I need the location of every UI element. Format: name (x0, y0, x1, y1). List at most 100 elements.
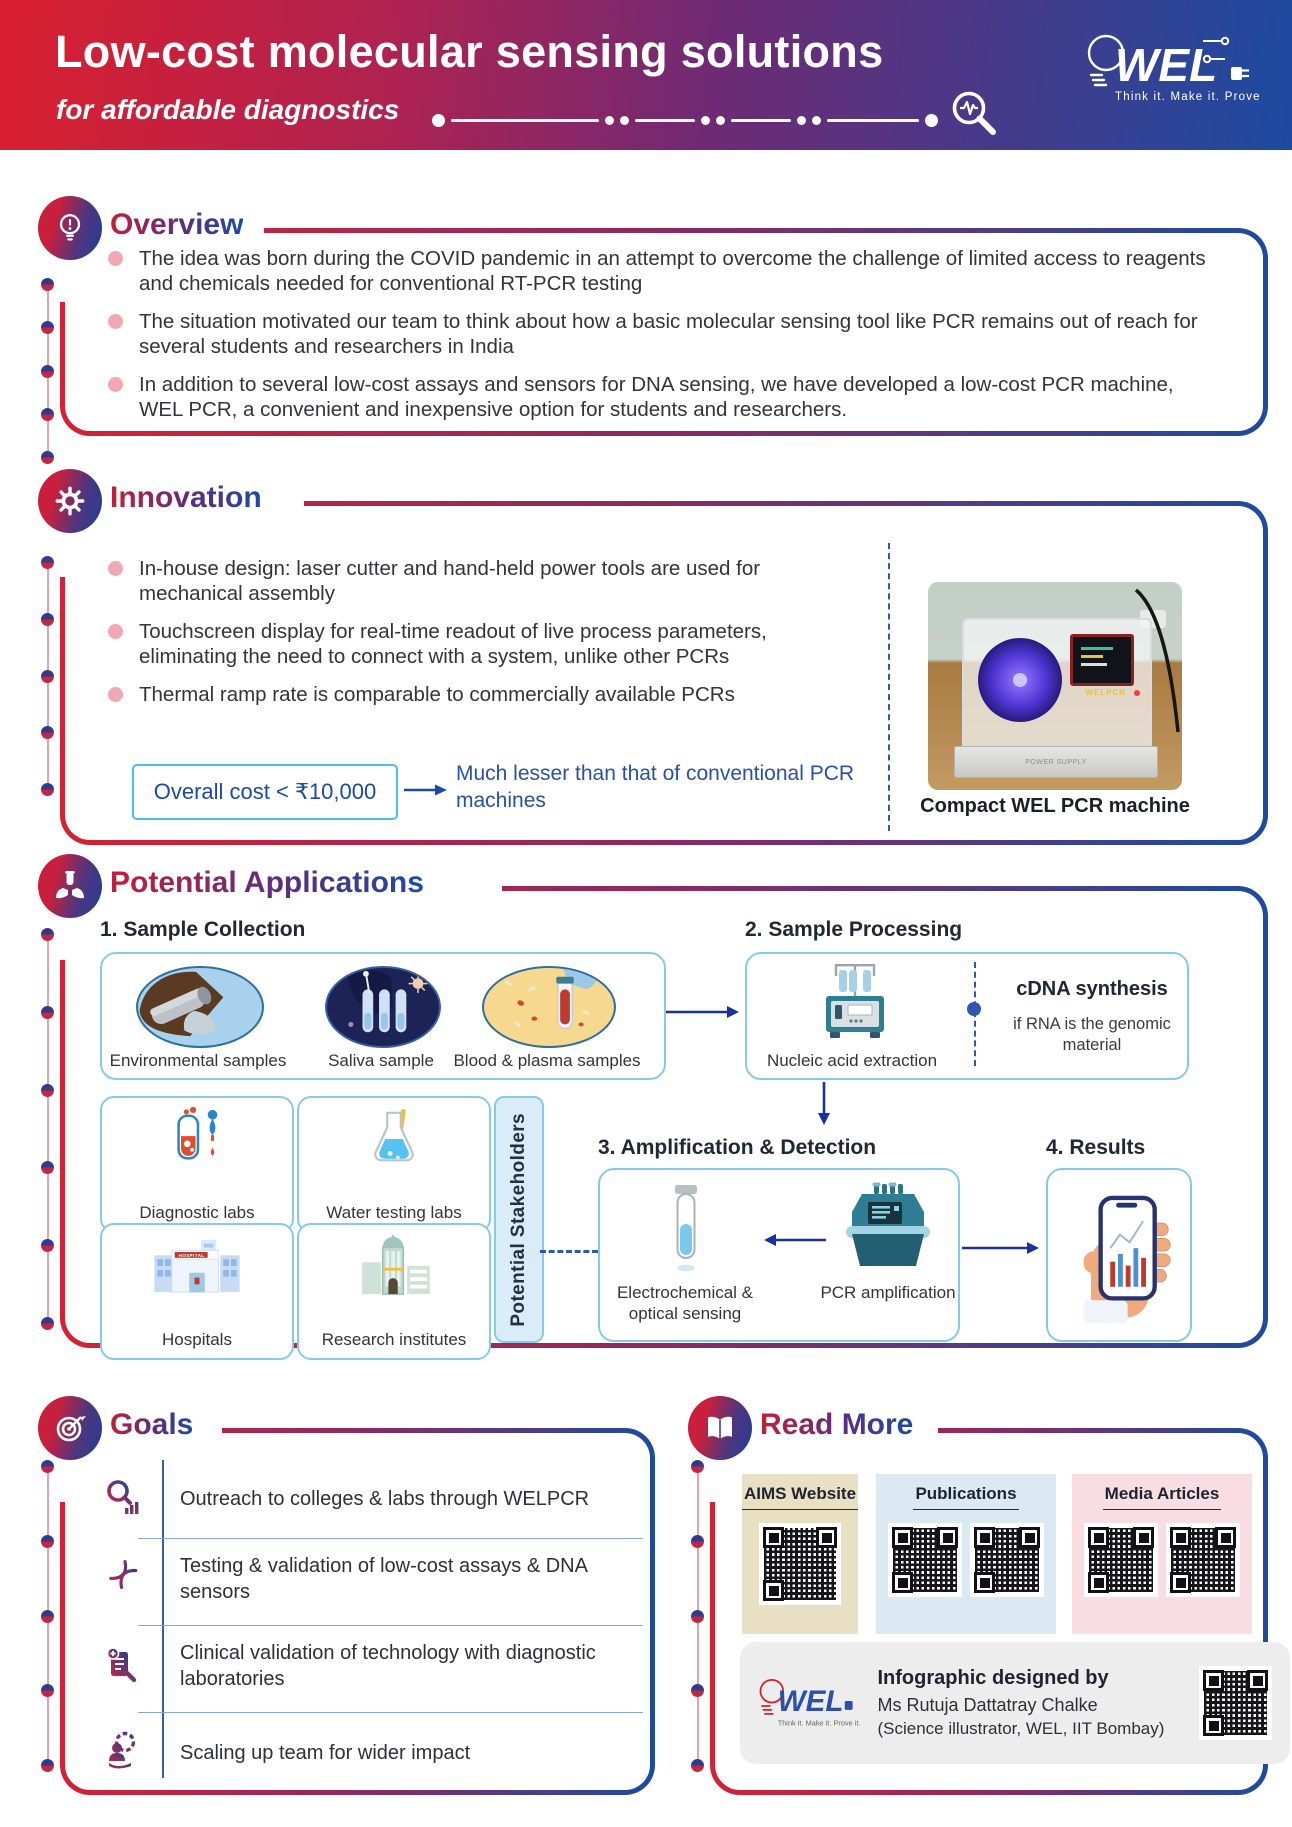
credit-affiliation: (Science illustrator, WEL, IIT Bombay) (877, 1719, 1165, 1738)
sample-label: Saliva sample (328, 1051, 434, 1070)
water-testing-icon (374, 1109, 414, 1162)
innovation-title: Innovation (110, 481, 262, 514)
bullet-item: In-house design: laser cutter and hand-h… (108, 556, 808, 606)
goal-item: Scaling up team for wider impact (180, 1742, 471, 1764)
bullet-item: In addition to several low-cost assays a… (108, 372, 1213, 422)
wel-logo-tagline: Think it. Make it. Prove it. (1115, 91, 1265, 103)
stakeholders-label: Potential Stakeholders (508, 1112, 529, 1327)
pcr-amplifier-icon (846, 1182, 930, 1266)
bullet-dot (108, 314, 123, 329)
bullet-item: Touchscreen display for real-time readou… (108, 619, 808, 669)
sample-processing-box (745, 952, 1189, 1080)
header-dotted-line (432, 114, 947, 127)
stakeholders-connector (540, 1250, 598, 1253)
qr-code (970, 1523, 1044, 1597)
power-wire (1134, 588, 1180, 733)
hospital-sign: HOSPITAL (179, 1253, 205, 1258)
stakeholder-card: Water testing labs (297, 1096, 491, 1233)
innovation-rail (41, 556, 54, 796)
wel-logo-color: WEL Think it. Make it. Prove it. (759, 1678, 861, 1728)
research-institute-icon (362, 1234, 430, 1295)
goal-item: Outreach to colleges & labs through WELP… (180, 1488, 590, 1510)
aims-website-card: AIMS Website (741, 1474, 859, 1634)
status-led (1134, 690, 1140, 696)
book-icon (688, 1396, 752, 1460)
credit-heading: Infographic designed by (877, 1667, 1109, 1689)
photo-caption: Compact WEL PCR machine (920, 795, 1190, 817)
team-scaling-icon (109, 1731, 136, 1769)
card-title: AIMS Website (741, 1484, 859, 1510)
stakeholder-label: Research institutes (321, 1329, 467, 1349)
overview-bullets: The idea was born during the COVID pande… (108, 246, 1213, 435)
innovation-bullets: In-house design: laser cutter and hand-h… (108, 556, 808, 720)
bullet-item: The idea was born during the COVID pande… (108, 246, 1213, 296)
readmore-rail (691, 1460, 704, 1772)
blood-sample-illustration (482, 966, 616, 1048)
arrow-down-icon (818, 1082, 830, 1125)
step3-heading: 3. Amplification & Detection (598, 1136, 877, 1159)
wel-logo-tagline: Think it. Make it. Prove it. (778, 1719, 861, 1728)
goals-divider (162, 1460, 164, 1778)
arrow-right-icon (404, 784, 447, 796)
bullet-item: The situation motivated our team to thin… (108, 309, 1213, 359)
target-icon (38, 1396, 102, 1460)
goals-title-box: Goals (98, 1406, 210, 1444)
readmore-title-box: Read More (748, 1406, 930, 1444)
bullet-dot (108, 687, 123, 702)
overview-title: Overview (110, 208, 244, 241)
arrow-right-icon (962, 1242, 1039, 1254)
bullet-dot (108, 624, 123, 639)
environmental-sample-illustration (136, 966, 264, 1048)
gear-icon (38, 469, 102, 533)
overview-section-frame (60, 228, 1268, 436)
touchscreen-display (1070, 634, 1134, 686)
dna-icon (109, 1559, 138, 1589)
nucleic-extraction-icon (826, 964, 884, 1038)
sample-label: Environmental samples (109, 1051, 287, 1070)
extraction-label: Nucleic acid extraction (766, 1051, 938, 1070)
qr-row (888, 1523, 1044, 1597)
lightbulb-icon (38, 196, 102, 260)
goal-separator (138, 1625, 643, 1627)
pcr-label: PCR amplification (820, 1283, 956, 1302)
stakeholder-label: Diagnostic labs (139, 1202, 255, 1222)
pcr-machine-body: WELPCR (962, 618, 1152, 750)
clinical-validation-icon (106, 1647, 137, 1683)
bullet-item: Thermal ramp rate is comparable to comme… (108, 682, 808, 707)
stakeholder-card: Research institutes (297, 1223, 491, 1360)
qr-code (1166, 1523, 1240, 1597)
qr-code (1199, 1666, 1272, 1740)
stakeholder-label: Hospitals (162, 1329, 232, 1349)
pcr-machine-photo: WELPCR POWER SUPPLY (928, 582, 1182, 790)
bullet-text: The situation motivated our team to thin… (139, 310, 1198, 358)
credit-box: WEL Think it. Make it. Prove it. Infogra… (740, 1642, 1290, 1764)
wel-logo-text: WEL (778, 1685, 844, 1718)
sensing-tube-icon (675, 1185, 697, 1272)
power-supply-base: POWER SUPPLY (954, 746, 1158, 778)
applications-title-box: Potential Applications (98, 864, 440, 902)
arrow-left-icon (764, 1234, 826, 1246)
bullet-text: The idea was born during the COVID pande… (139, 247, 1206, 295)
card-title: Media Articles (1102, 1484, 1222, 1510)
qr-row (1084, 1523, 1240, 1597)
cost-box: Overall cost < ₹10,000 (132, 764, 398, 820)
goal-item: Testing & validation of low-cost assays … (180, 1555, 587, 1604)
results-phone-icon (1083, 1195, 1171, 1324)
hospital-icon: HOSPITAL (154, 1239, 240, 1293)
cost-label: Overall cost < ₹10,000 (153, 779, 377, 804)
sensing-label: Electrochemical & optical sensing (616, 1283, 754, 1324)
wel-logo-text: WEL (1115, 39, 1217, 91)
stakeholders-tab: Potential Stakeholders (494, 1096, 544, 1343)
readmore-title: Read More (760, 1408, 914, 1441)
magnifier-pulse-icon (952, 91, 996, 135)
step1-heading: 1. Sample Collection (100, 918, 306, 941)
goal-separator (138, 1712, 643, 1714)
bullet-text: Thermal ramp rate is comparable to comme… (139, 683, 735, 706)
outreach-icon (107, 1480, 139, 1514)
publications-card: Publications (876, 1474, 1056, 1634)
credit-text: Infographic designed by Ms Rutuja Dattat… (878, 1667, 1184, 1739)
bullet-text: In-house design: laser cutter and hand-h… (139, 557, 761, 605)
page-subtitle: for affordable diagnostics (56, 94, 400, 125)
bullet-dot (108, 377, 123, 392)
